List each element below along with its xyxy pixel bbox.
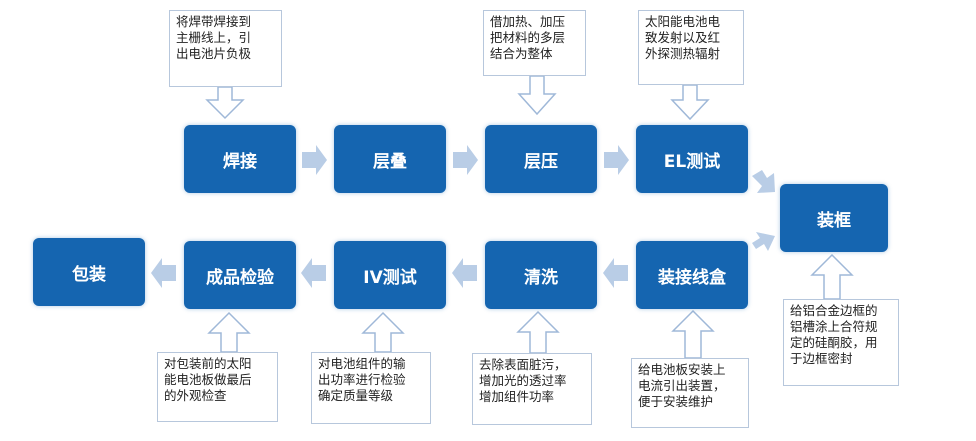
- callout-arrow-laminate: [517, 75, 557, 116]
- callout-arrow-weld: [205, 86, 245, 120]
- arrow-laminate-to-el: [604, 145, 629, 175]
- note-inspection: 对包装前的太阳 能电池板做最后 的外观检查: [157, 352, 278, 422]
- callout-arrow-clean: [516, 310, 560, 354]
- callout-arrow-inspection: [207, 311, 251, 353]
- note-el-test: 太阳能电池电 致发射以及红 外探测热辐射: [638, 10, 744, 85]
- note-weld: 将焊带焊接到 主栅线上，引 出电池片负极: [169, 10, 282, 87]
- arrow-iv-to-inspection: [301, 258, 326, 288]
- arrow-weld-to-stack: [302, 145, 327, 175]
- step-weld: 焊接: [184, 125, 296, 193]
- note-clean: 去除表面脏污， 增加光的透过率 增加组件功率: [472, 353, 592, 425]
- callout-arrow-iv: [361, 311, 405, 353]
- step-stack: 层叠: [334, 125, 446, 193]
- arrow-el-to-frame: [752, 170, 775, 193]
- step-inspection: 成品检验: [184, 241, 296, 309]
- callout-arrow-junction: [671, 309, 715, 359]
- step-frame: 装框: [780, 184, 888, 252]
- step-iv-test: IV测试: [334, 241, 446, 309]
- step-laminate: 层压: [485, 125, 597, 193]
- note-laminate: 借加热、加压 把材料的多层 结合为整体: [483, 10, 586, 76]
- step-clean: 清洗: [485, 241, 597, 309]
- arrow-stack-to-laminate: [453, 145, 478, 175]
- step-junction-box: 装接线盒: [636, 241, 748, 309]
- arrow-junction-to-clean: [603, 258, 628, 288]
- note-frame: 给铝合金边框的 铝槽涂上合符规 定的硅酮胶，用 于边框密封: [783, 299, 899, 386]
- note-iv-test: 对电池组件的输 出功率进行检验 确定质量等级: [311, 352, 431, 424]
- arrow-inspection-to-pack: [151, 258, 176, 288]
- arrow-frame-to-junction: [752, 232, 775, 251]
- note-junction-box: 给电池板安装上 电流引出装置， 便于安装维护: [631, 358, 749, 428]
- arrow-clean-to-iv: [452, 258, 477, 288]
- step-el-test: EL测试: [636, 125, 748, 193]
- callout-arrow-el: [670, 84, 710, 121]
- step-pack: 包装: [33, 238, 145, 306]
- callout-arrow-frame: [810, 253, 854, 300]
